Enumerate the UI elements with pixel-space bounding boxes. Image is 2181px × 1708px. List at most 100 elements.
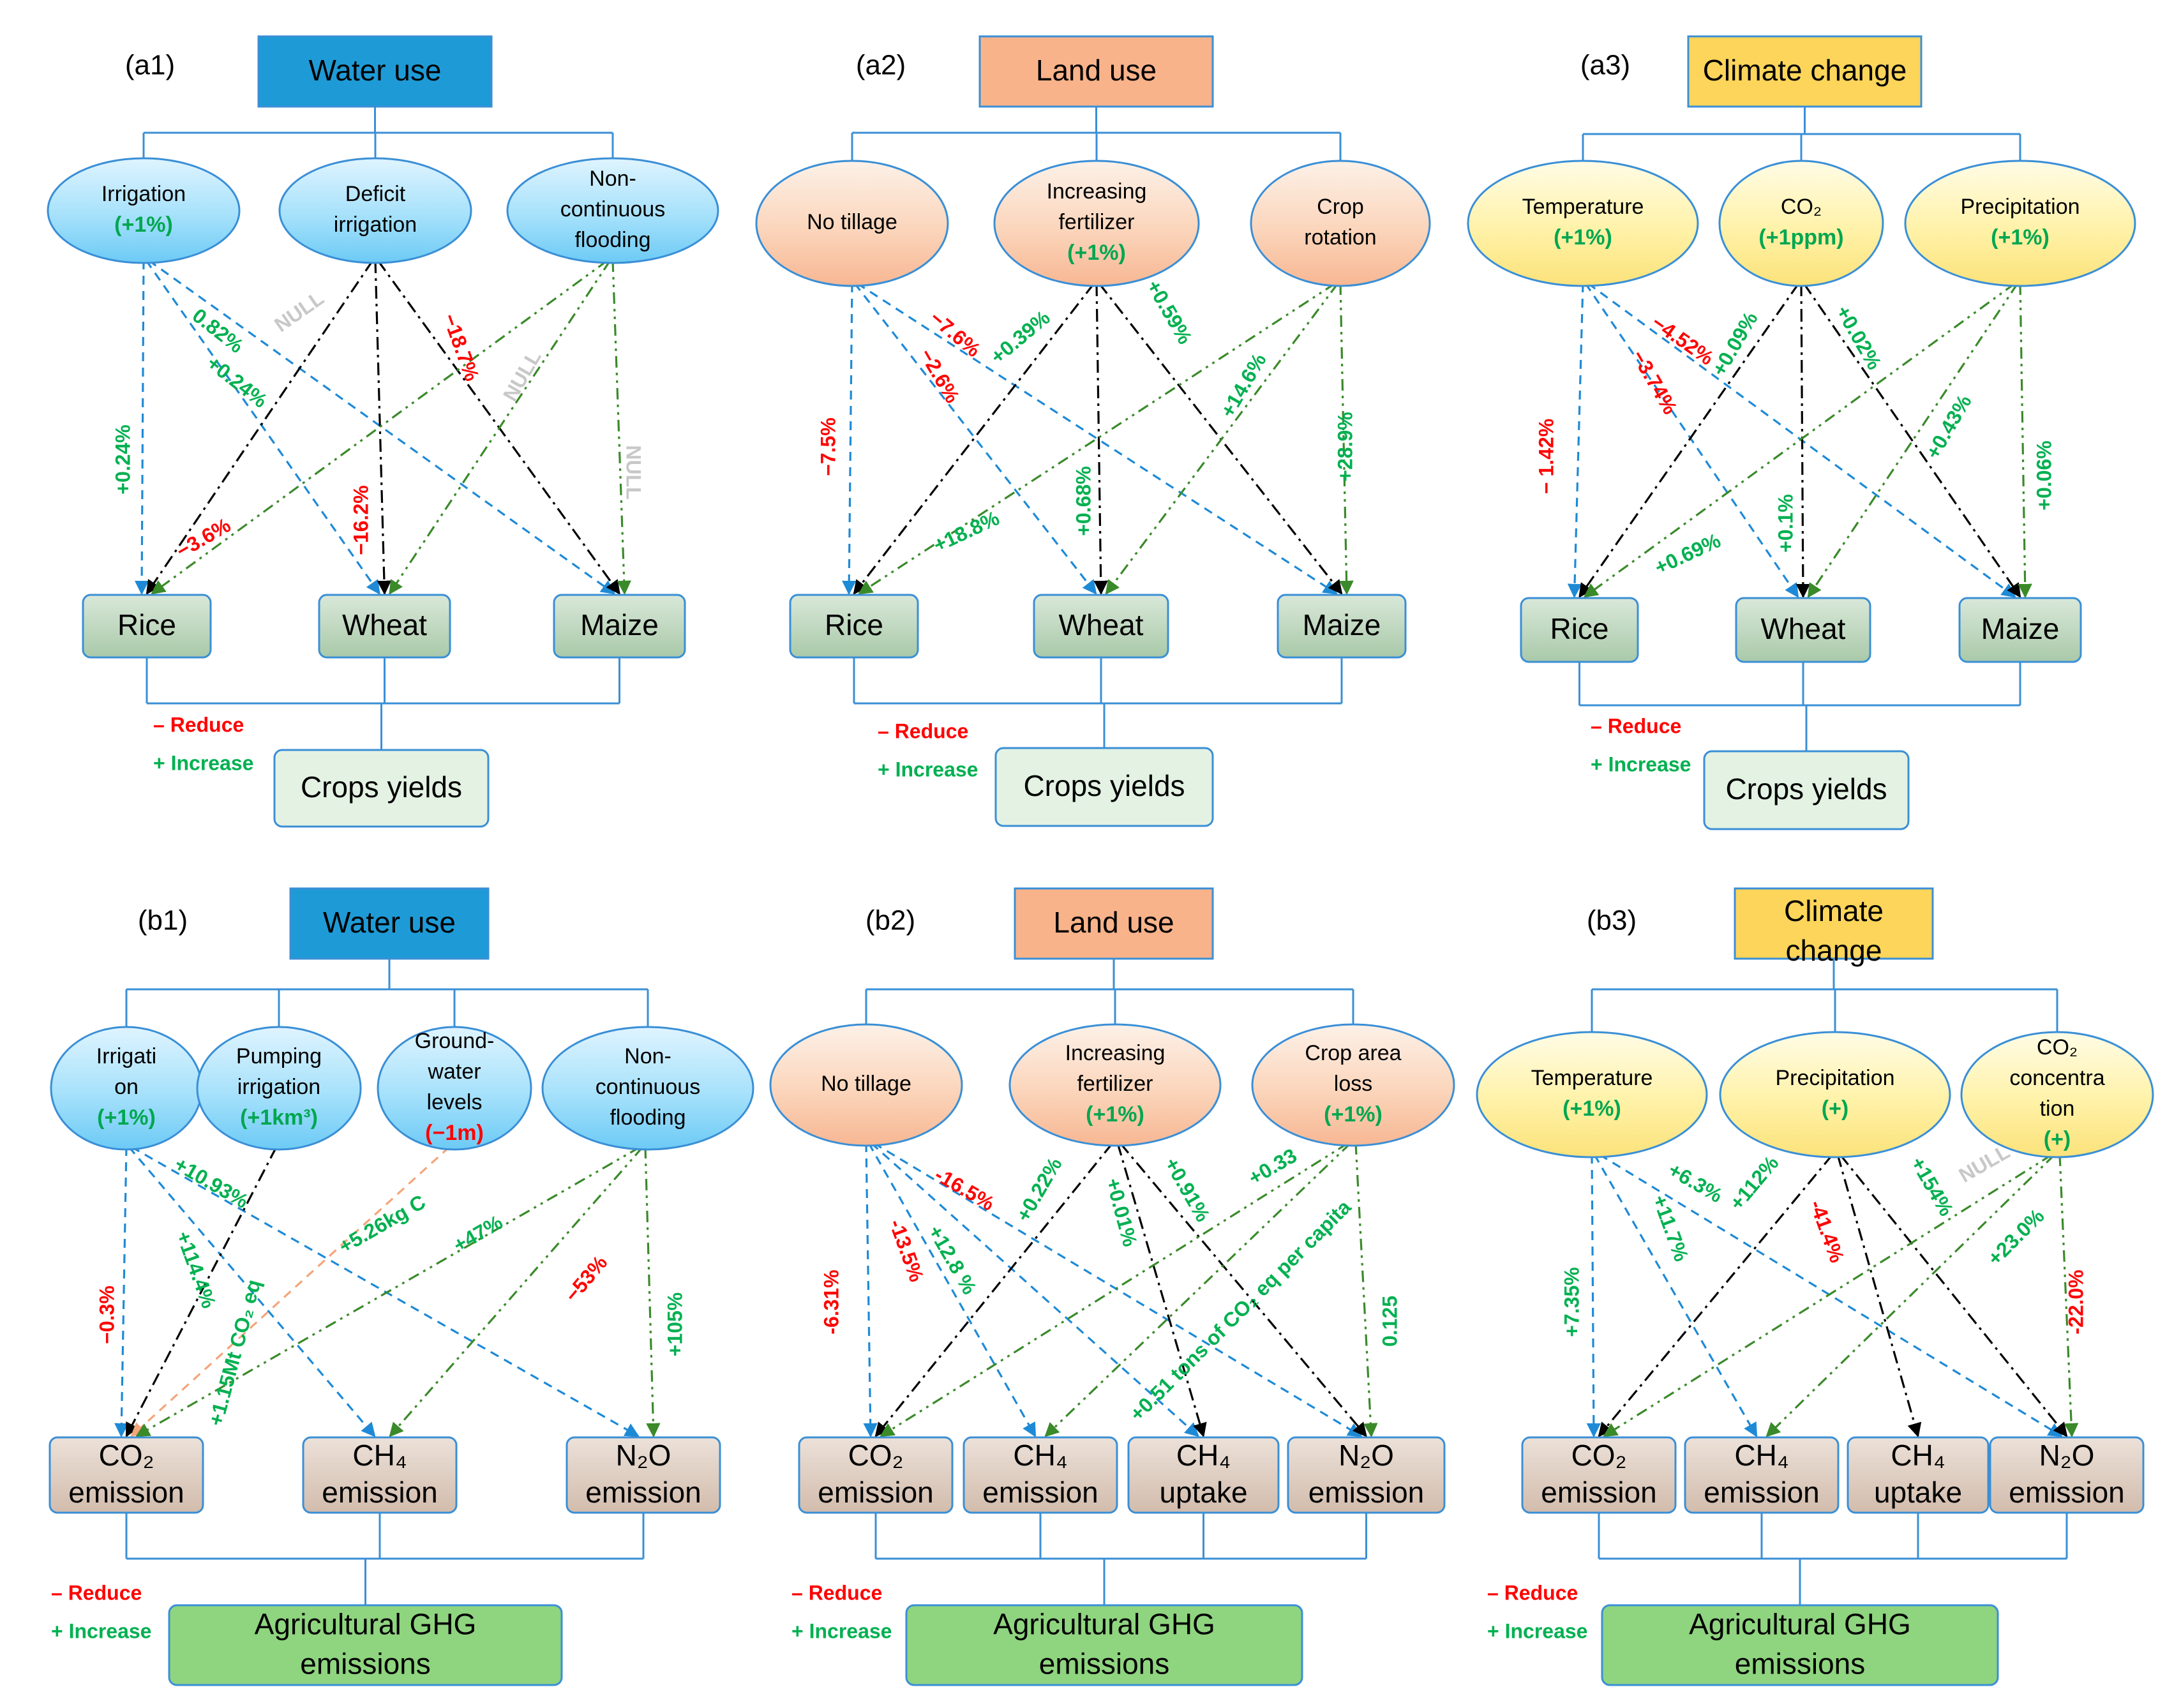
arrow-blue (134, 247, 151, 596)
arrow-label: −0.3% (95, 1285, 118, 1344)
driver-node: Precipitation (+) (1719, 1031, 1951, 1158)
driver-ellipse (1251, 1023, 1455, 1147)
driver-node: Irrigation(+1%) (47, 157, 241, 264)
panel-a3: (a3)Climate changeTemperature(+1%)CO₂(+1… (1467, 35, 2136, 830)
panel-header: Climate change (1703, 54, 1907, 87)
target-label: uptake (1874, 1476, 1962, 1509)
arrow-green (858, 270, 1351, 595)
driver-label: Precipitation (1960, 195, 2080, 219)
legend-reduce: – Reduce (791, 1581, 882, 1604)
arrow-label: +6.3% (1665, 1158, 1727, 1207)
target-node: Wheat (318, 594, 451, 659)
panel-label: (a3) (1580, 50, 1630, 81)
legend-increase: + Increase (878, 758, 978, 781)
target-node: Rice (1520, 597, 1639, 663)
driver-label: levels (427, 1090, 483, 1114)
driver-label: on (114, 1075, 139, 1099)
panel-a1: (a1)Water useIrrigation(+1%)Deficitirrig… (47, 35, 719, 828)
target-node: Maize (553, 594, 686, 659)
arrow-label: +0.69% (1651, 528, 1724, 579)
target-node: Maize (1277, 594, 1407, 659)
driver-label: Temperature (1522, 195, 1644, 219)
arrow-label: NULL (1955, 1140, 2014, 1187)
driver-label: fertilizer (1077, 1072, 1153, 1096)
target-node: CH₄ uptake (1847, 1436, 1990, 1514)
result-box (273, 749, 490, 828)
driver-label: loss (1334, 1072, 1372, 1096)
driver-label: irrigation (334, 213, 417, 237)
target-label: CH₄ (1013, 1439, 1067, 1472)
arrow-label: +7.35% (1560, 1267, 1583, 1337)
target-node: CH₄ emission (963, 1436, 1118, 1514)
arrow-black (1085, 269, 1343, 595)
arrow-group (114, 1132, 661, 1438)
arrow-label: +0.91% (1160, 1153, 1215, 1225)
arrow-label: +14.6% (1216, 349, 1271, 421)
panel-header: Water use (309, 54, 442, 87)
arrow-black (874, 1128, 1127, 1437)
target-label: CH₄ (1891, 1439, 1945, 1472)
target-label: uptake (1159, 1476, 1247, 1509)
target-label: Maize (1303, 608, 1381, 641)
header-box (1687, 35, 1922, 108)
result-label: Crops yields (1725, 772, 1887, 805)
driver-value: (+1%) (1554, 225, 1612, 250)
driver-ellipse (1718, 160, 1884, 287)
target-label: N₂O (616, 1439, 671, 1472)
target-label: emission (982, 1476, 1098, 1509)
driver-label: Ground- (415, 1029, 495, 1053)
result-box (1703, 750, 1910, 830)
driver-ellipse (1008, 1023, 1222, 1147)
arrow-group (133, 246, 631, 596)
driver-ellipse (506, 157, 719, 264)
arrow-label: +0.33 (1245, 1144, 1301, 1190)
driver-label: Precipitation (1775, 1066, 1894, 1090)
target-label: Wheat (1059, 608, 1144, 641)
arrow-label: +0.09% (1707, 308, 1762, 380)
driver-ellipse (755, 160, 949, 287)
driver-label: Increasing (1047, 179, 1147, 204)
panel-label: (a1) (125, 50, 175, 81)
panel-label: (b2) (866, 905, 915, 936)
arrow-label: +0.43% (1921, 391, 1976, 463)
arrow-orange (130, 1133, 464, 1437)
target-node: Wheat (1735, 597, 1871, 663)
header-box (257, 35, 493, 108)
driver-node: Ground-water levels (−1m) (377, 1026, 532, 1151)
target-label: emission (2009, 1476, 2125, 1509)
result-label: Crops yields (301, 770, 462, 804)
result-box (1601, 1604, 1999, 1686)
driver-label: continuous (560, 197, 665, 221)
driver-node: No tillage (755, 160, 949, 287)
driver-value: (−1m) (425, 1121, 484, 1145)
target-label: emission (322, 1476, 438, 1509)
arrow-label: +11.7% (1648, 1192, 1693, 1264)
arrow-label: −7.5% (816, 417, 839, 476)
arrow-blue (114, 1134, 134, 1438)
driver-label: water (427, 1060, 481, 1084)
result-box (905, 1604, 1303, 1686)
target-label: Maize (580, 608, 659, 641)
driver-value: (+) (1822, 1097, 1849, 1121)
driver-ellipse (993, 160, 1200, 287)
driver-value: (+1%) (97, 1105, 156, 1130)
driver-ellipse (47, 157, 241, 264)
arrow-group (841, 269, 1354, 596)
legend-reduce: – Reduce (1591, 714, 1681, 737)
arrow-label: +18.8% (930, 506, 1003, 557)
driver-value: (+1%) (1067, 241, 1126, 265)
arrow-black (1790, 269, 2021, 598)
target-label: CO₂ (1571, 1439, 1627, 1472)
arrow-label: −53% (560, 1251, 612, 1307)
driver-label: No tillage (821, 1072, 911, 1096)
arrow-blue (842, 270, 860, 596)
header-box (1734, 887, 1934, 960)
panel-label: (a2) (856, 50, 906, 81)
driver-ellipse (1476, 1031, 1708, 1158)
arrow-label: −3.74% (1627, 346, 1682, 418)
